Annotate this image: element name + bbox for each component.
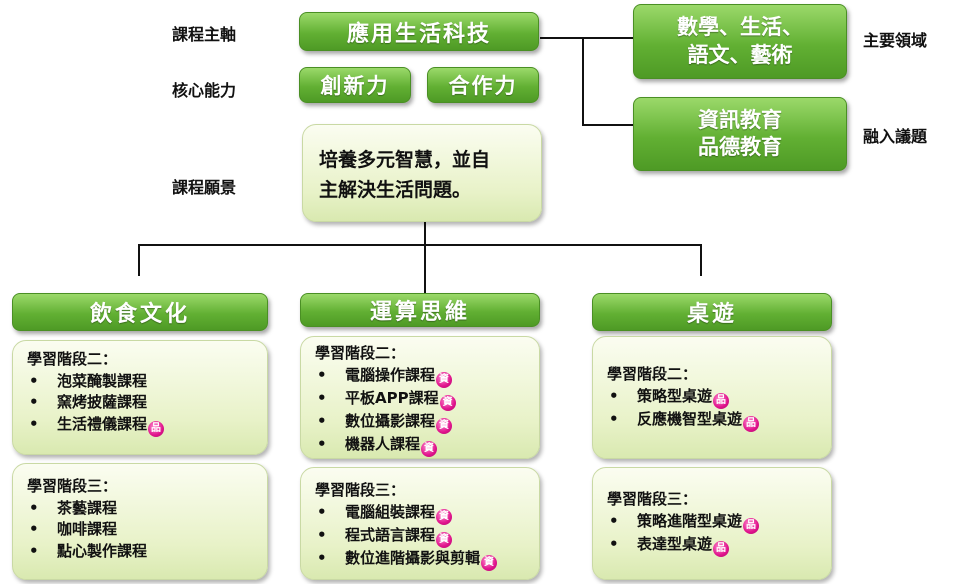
course-name: 機器人課程 xyxy=(345,434,421,453)
boardgame-stage2-card: 學習階段二： 策略型桌遊品反應機智型桌遊品 xyxy=(592,336,832,459)
vision-line-2: 主解決生活問題。 xyxy=(319,179,472,201)
tree-bar xyxy=(138,244,702,246)
boardgame-stage3-card: 學習階段三： 策略進階型桌遊品表達型桌遊品 xyxy=(592,467,832,580)
vision-stem xyxy=(424,222,426,246)
course-item: 泡菜醃製課程 xyxy=(27,371,267,393)
core-box-cooperation: 合作力 xyxy=(427,67,539,103)
tree-drop-right xyxy=(700,244,702,276)
course-name: 程式語言課程 xyxy=(345,525,436,544)
course-name: 咖啡課程 xyxy=(57,520,118,538)
column-title-boardgame: 桌遊 xyxy=(592,293,832,331)
column-title-computing: 運算思維 xyxy=(300,293,540,327)
course-name: 策略進階型桌遊 xyxy=(637,511,743,530)
moral-education-badge-icon: 品 xyxy=(743,517,760,534)
domain-box: 數學、生活、 語文、藝術 xyxy=(633,4,847,79)
vision-label: 課程願景 xyxy=(172,178,237,197)
axis-connector-h xyxy=(540,37,584,39)
course-list: 電腦操作課程資平板APP課程資數位攝影課程資機器人課程資 xyxy=(315,365,539,457)
computing-stage3-card: 學習階段三： 電腦組裝課程資程式語言課程資數位進階攝影與剪輯資 xyxy=(300,467,540,580)
issue-connector xyxy=(582,124,634,126)
domain-label: 主要領域 xyxy=(863,31,928,50)
stage-heading: 學習階段三： xyxy=(607,490,698,508)
vision-box: 培養多元智慧，並自 主解決生活問題。 xyxy=(302,124,542,222)
course-list: 策略型桌遊品反應機智型桌遊品 xyxy=(607,386,831,432)
moral-education-badge-icon: 品 xyxy=(713,540,730,557)
stage-heading: 學習階段二： xyxy=(607,365,698,383)
core-label: 核心能力 xyxy=(172,81,237,100)
issue-line-2: 品德教育 xyxy=(698,135,782,159)
stage-heading: 學習階段三： xyxy=(27,477,118,495)
info-education-badge-icon: 資 xyxy=(436,508,453,525)
computing-stage2-card: 學習階段二： 電腦操作課程資平板APP課程資數位攝影課程資機器人課程資 xyxy=(300,336,540,459)
info-education-badge-icon: 資 xyxy=(436,531,453,548)
moral-education-badge-icon: 品 xyxy=(148,420,165,437)
course-list: 電腦組裝課程資程式語言課程資數位進階攝影與剪輯資 xyxy=(315,502,539,571)
axis-connector-v xyxy=(582,37,584,126)
tree-drop-left xyxy=(138,244,140,276)
course-name: 數位進階攝影與剪輯 xyxy=(345,548,481,567)
axis-box: 應用生活科技 xyxy=(299,12,539,51)
course-list: 策略進階型桌遊品表達型桌遊品 xyxy=(607,511,831,557)
course-name: 表達型桌遊 xyxy=(637,534,713,553)
stage-heading: 學習階段三： xyxy=(315,481,406,499)
course-name: 窯烤披薩課程 xyxy=(57,393,148,411)
axis-label: 課程主軸 xyxy=(172,25,237,44)
issues-label: 融入議題 xyxy=(863,127,928,146)
course-item: 茶藝課程 xyxy=(27,498,267,520)
domain-connector xyxy=(582,37,634,39)
course-name: 數位攝影課程 xyxy=(345,411,436,430)
course-name: 反應機智型桌遊 xyxy=(637,409,743,428)
course-item: 點心製作課程 xyxy=(27,541,267,563)
course-name: 泡菜醃製課程 xyxy=(57,371,148,390)
food-stage3-card: 學習階段三： 茶藝課程咖啡課程點心製作課程 xyxy=(12,463,268,580)
column-title-food: 飲食文化 xyxy=(12,293,268,331)
info-education-badge-icon: 資 xyxy=(481,554,498,571)
stage-heading: 學習階段二： xyxy=(27,350,118,368)
stage-heading: 學習階段二： xyxy=(315,344,406,362)
moral-education-badge-icon: 品 xyxy=(743,415,760,432)
issue-box: 資訊教育 品德教育 xyxy=(633,97,847,171)
food-stage2-card: 學習階段二： 泡菜醃製課程窯烤披薩課程生活禮儀課程品 xyxy=(12,340,268,455)
course-list: 泡菜醃製課程窯烤披薩課程生活禮儀課程品 xyxy=(27,371,267,437)
course-name: 電腦操作課程 xyxy=(345,365,436,384)
course-name: 電腦組裝課程 xyxy=(345,502,436,521)
domain-line-2: 語文、藝術 xyxy=(687,42,793,67)
course-name: 策略型桌遊 xyxy=(637,386,713,405)
info-education-badge-icon: 資 xyxy=(436,417,453,434)
issue-line-1: 資訊教育 xyxy=(698,107,782,132)
course-name: 平板APP課程 xyxy=(345,388,439,407)
course-name: 生活禮儀課程 xyxy=(57,414,148,433)
info-education-badge-icon: 資 xyxy=(436,371,453,388)
info-education-badge-icon: 資 xyxy=(421,440,438,457)
core-box-innovation: 創新力 xyxy=(299,67,411,103)
tree-drop-mid xyxy=(424,244,426,294)
vision-line-1: 培養多元智慧，並自 xyxy=(319,149,491,171)
course-name: 茶藝課程 xyxy=(57,498,118,517)
course-name: 點心製作課程 xyxy=(57,541,148,560)
course-item: 窯烤披薩課程 xyxy=(27,392,267,414)
course-item: 咖啡課程 xyxy=(27,519,267,541)
domain-line-1: 數學、生活、 xyxy=(677,15,803,40)
course-list: 茶藝課程咖啡課程點心製作課程 xyxy=(27,498,267,563)
info-education-badge-icon: 資 xyxy=(439,394,456,411)
moral-education-badge-icon: 品 xyxy=(713,392,730,409)
